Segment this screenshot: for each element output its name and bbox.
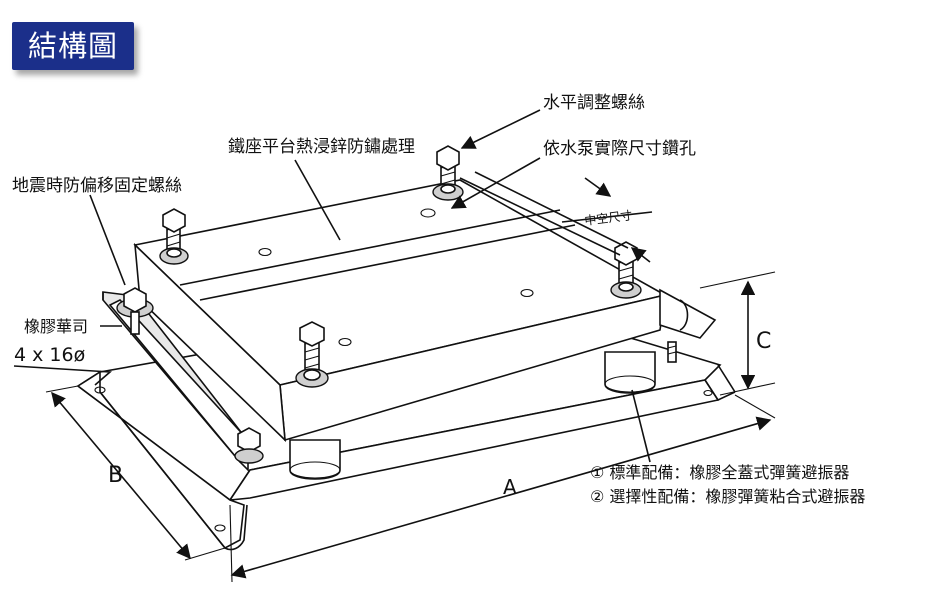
- label-dim-a: A: [503, 475, 517, 499]
- label-washer: 橡膠華司: [24, 317, 88, 336]
- label-hollow: 中空尺寸: [584, 207, 633, 228]
- label-optional: ② 選擇性配備：橡膠彈簧粘合式避振器: [590, 487, 865, 506]
- right-bracket: [659, 288, 717, 339]
- dimension-lines: [45, 271, 776, 583]
- label-quake-bolt: 地震時防偏移固定螺絲: [12, 176, 182, 196]
- platform: [133, 179, 668, 443]
- label-pump-holes: 依水泵實際尺寸鑽孔: [543, 139, 696, 159]
- label-hole-spec: 4 x 16ø: [14, 344, 85, 366]
- label-level-bolt: 水平調整螺絲: [543, 93, 645, 113]
- level-bolt: [159, 145, 642, 388]
- page-title: 結構圖: [12, 22, 134, 70]
- hollow-dimension: [459, 171, 653, 263]
- label-dim-b: B: [108, 463, 123, 488]
- label-plate: 鐵座平台熱浸鋅防鏽處理: [228, 137, 415, 157]
- label-standard: ① 標準配備：橡膠全蓋式彈簧避振器: [590, 463, 849, 482]
- label-dim-c: C: [756, 329, 771, 354]
